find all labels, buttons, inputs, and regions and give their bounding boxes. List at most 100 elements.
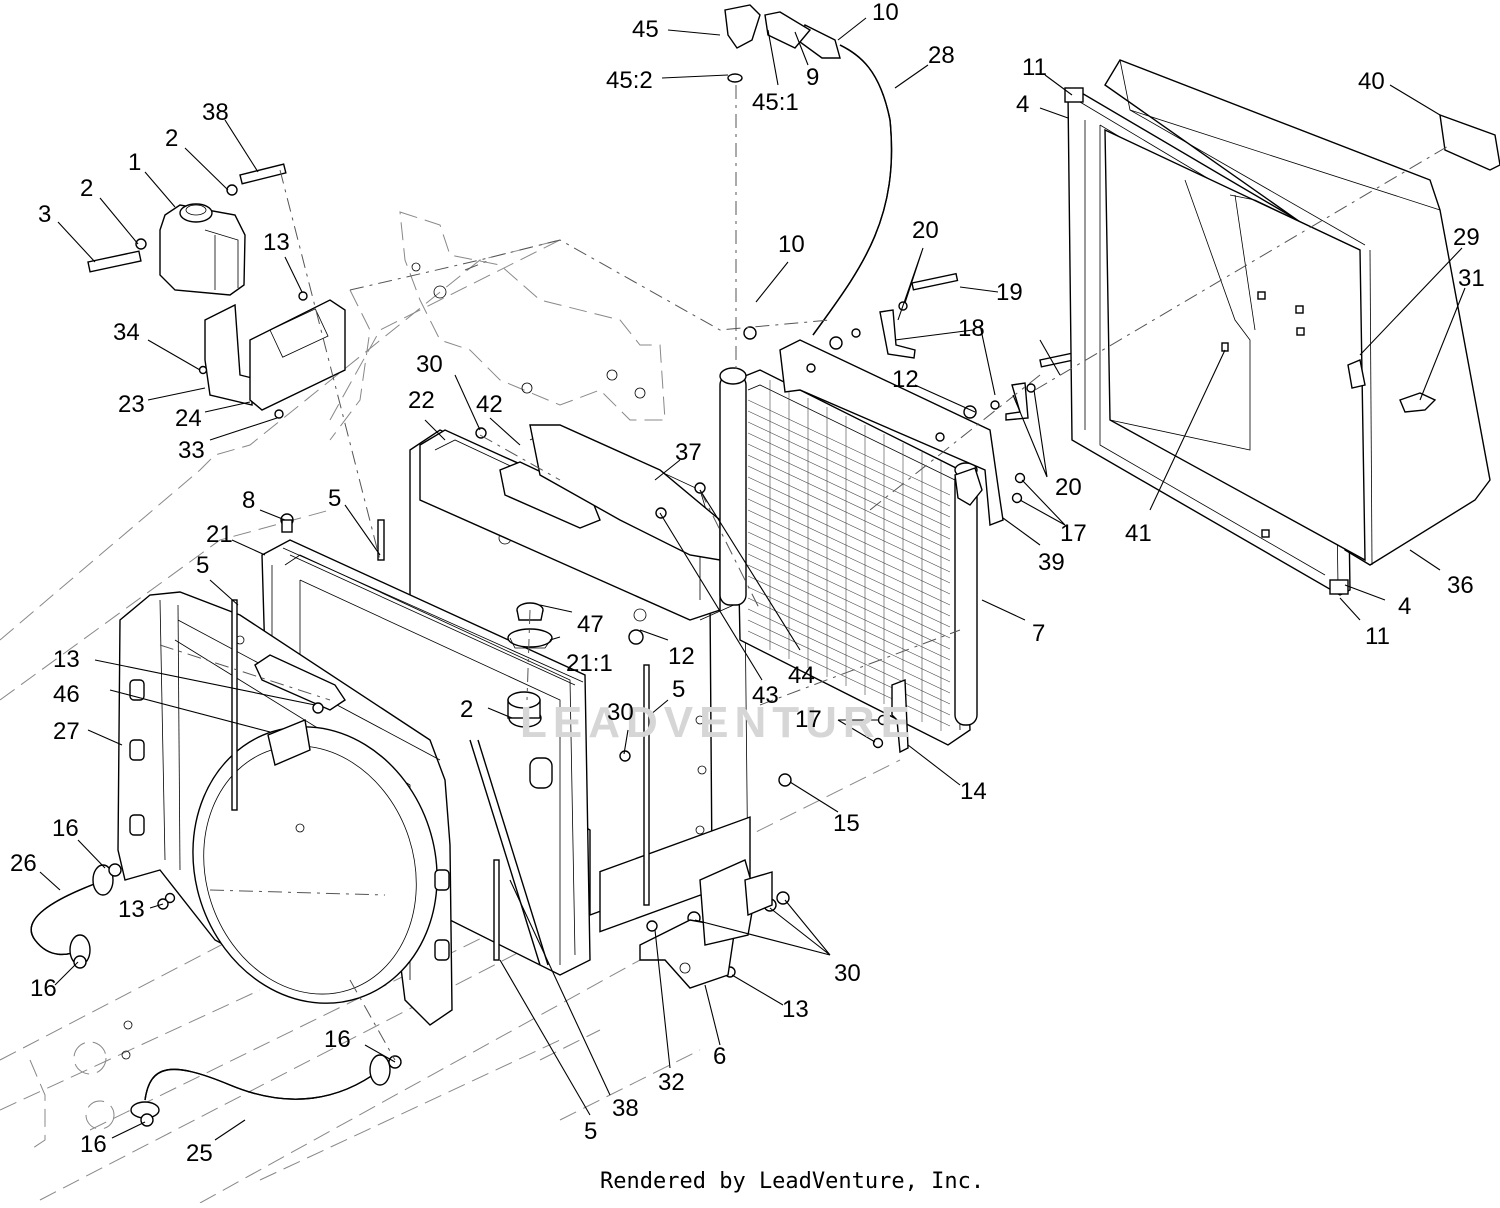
callout-9: 9 bbox=[806, 64, 819, 91]
cooler-fin bbox=[747, 608, 951, 705]
cooler-fin bbox=[747, 619, 951, 716]
callout-16: 16 bbox=[30, 975, 57, 1002]
callout-7: 7 bbox=[1032, 620, 1045, 647]
cooler-fin bbox=[747, 586, 951, 683]
callout-10: 10 bbox=[778, 231, 805, 258]
callout-1: 1 bbox=[128, 149, 141, 176]
callout-25: 25 bbox=[186, 1140, 213, 1167]
callout-44: 44 bbox=[788, 662, 815, 689]
leader-lines bbox=[39, 17, 1466, 1141]
callout-43: 43 bbox=[752, 682, 779, 709]
callout-labels: 45 45:2 45:1 9 10 28 10 11 4 40 29 31 38… bbox=[10, 0, 1485, 1167]
cooler-fin bbox=[747, 454, 951, 551]
callout-2: 2 bbox=[80, 175, 93, 202]
callout-13: 13 bbox=[263, 229, 290, 256]
callout-30: 30 bbox=[607, 699, 634, 726]
callout-45: 45 bbox=[632, 16, 659, 43]
callout-4: 4 bbox=[1016, 91, 1029, 118]
callout-18: 18 bbox=[958, 315, 985, 342]
radiator-hoses bbox=[30, 863, 402, 1127]
callout-38: 38 bbox=[202, 99, 229, 126]
callout-45-2: 45:2 bbox=[606, 67, 653, 94]
oil-line bbox=[724, 4, 893, 336]
callout-17: 17 bbox=[795, 706, 822, 733]
cooler-fin bbox=[747, 564, 951, 661]
callout-21-1: 21:1 bbox=[566, 650, 613, 677]
callout-16: 16 bbox=[80, 1131, 107, 1158]
screen-box bbox=[1104, 59, 1500, 566]
callout-2: 2 bbox=[165, 125, 178, 152]
callout-21: 21 bbox=[206, 521, 233, 548]
callout-37: 37 bbox=[675, 439, 702, 466]
callout-30: 30 bbox=[416, 351, 443, 378]
callout-24: 24 bbox=[175, 405, 202, 432]
callout-17: 17 bbox=[1060, 520, 1087, 547]
cooler-fin bbox=[747, 520, 951, 617]
mounting-rods bbox=[231, 519, 650, 966]
callout-4: 4 bbox=[1398, 593, 1411, 620]
cooler-fin bbox=[747, 410, 951, 507]
callout-11: 11 bbox=[1365, 623, 1390, 650]
callout-38: 38 bbox=[612, 1095, 639, 1122]
callout-5: 5 bbox=[584, 1118, 597, 1145]
callout-20: 20 bbox=[912, 217, 939, 244]
cooler-fin bbox=[747, 487, 951, 584]
callout-32: 32 bbox=[658, 1069, 685, 1096]
oil-cooler bbox=[719, 339, 1004, 746]
callout-31: 31 bbox=[1458, 265, 1485, 292]
reservoir-bracket bbox=[198, 291, 346, 419]
cooler-bracket bbox=[891, 678, 909, 754]
cooler-fin bbox=[747, 399, 951, 496]
callout-36: 36 bbox=[1447, 572, 1474, 599]
cooler-fin bbox=[747, 432, 951, 529]
cooler-fin bbox=[747, 443, 951, 540]
callout-14: 14 bbox=[960, 778, 987, 805]
callout-29: 29 bbox=[1453, 224, 1480, 251]
callout-46: 46 bbox=[53, 681, 80, 708]
callout-11: 11 bbox=[1022, 54, 1047, 81]
callout-13: 13 bbox=[53, 646, 80, 673]
callout-39: 39 bbox=[1038, 549, 1065, 576]
callout-30: 30 bbox=[834, 960, 861, 987]
cooler-fin bbox=[747, 465, 951, 562]
callout-19: 19 bbox=[996, 279, 1023, 306]
cooler-fin bbox=[747, 630, 951, 727]
cooler-fin bbox=[747, 476, 951, 573]
callout-41: 41 bbox=[1125, 520, 1152, 547]
coolant-reservoir bbox=[87, 163, 287, 296]
callout-2: 2 bbox=[460, 696, 473, 723]
callout-5: 5 bbox=[672, 676, 685, 703]
callout-40: 40 bbox=[1358, 68, 1385, 95]
cooler-fin bbox=[747, 509, 951, 606]
phantom-engine-bracket bbox=[399, 211, 666, 421]
cooler-fin bbox=[747, 553, 951, 650]
callout-27: 27 bbox=[53, 718, 80, 745]
callout-16: 16 bbox=[324, 1026, 351, 1053]
callout-45-1: 45:1 bbox=[752, 89, 799, 116]
cooler-fin bbox=[747, 421, 951, 518]
center-lines bbox=[159, 85, 1451, 1061]
callout-22: 22 bbox=[408, 387, 435, 414]
watermark: LEADVENTURE bbox=[520, 698, 916, 747]
callout-42: 42 bbox=[476, 391, 503, 418]
footer-credit: Rendered by LeadVenture, Inc. bbox=[600, 1169, 984, 1194]
hardware bbox=[157, 272, 1087, 978]
cooler-fin bbox=[747, 542, 951, 639]
cooler-fin bbox=[747, 531, 951, 628]
cooler-fin bbox=[747, 597, 951, 694]
callout-8: 8 bbox=[242, 487, 255, 514]
callout-16: 16 bbox=[52, 815, 79, 842]
callout-13: 13 bbox=[118, 896, 145, 923]
callout-20: 20 bbox=[1055, 474, 1082, 501]
callout-6: 6 bbox=[713, 1043, 726, 1070]
callout-26: 26 bbox=[10, 850, 37, 877]
callout-3: 3 bbox=[38, 201, 51, 228]
callout-5: 5 bbox=[196, 552, 209, 579]
lower-bracket bbox=[639, 859, 773, 989]
callout-15: 15 bbox=[833, 810, 860, 837]
callout-28: 28 bbox=[928, 42, 955, 69]
fan-shroud bbox=[117, 591, 453, 1026]
callout-10: 10 bbox=[872, 0, 899, 26]
